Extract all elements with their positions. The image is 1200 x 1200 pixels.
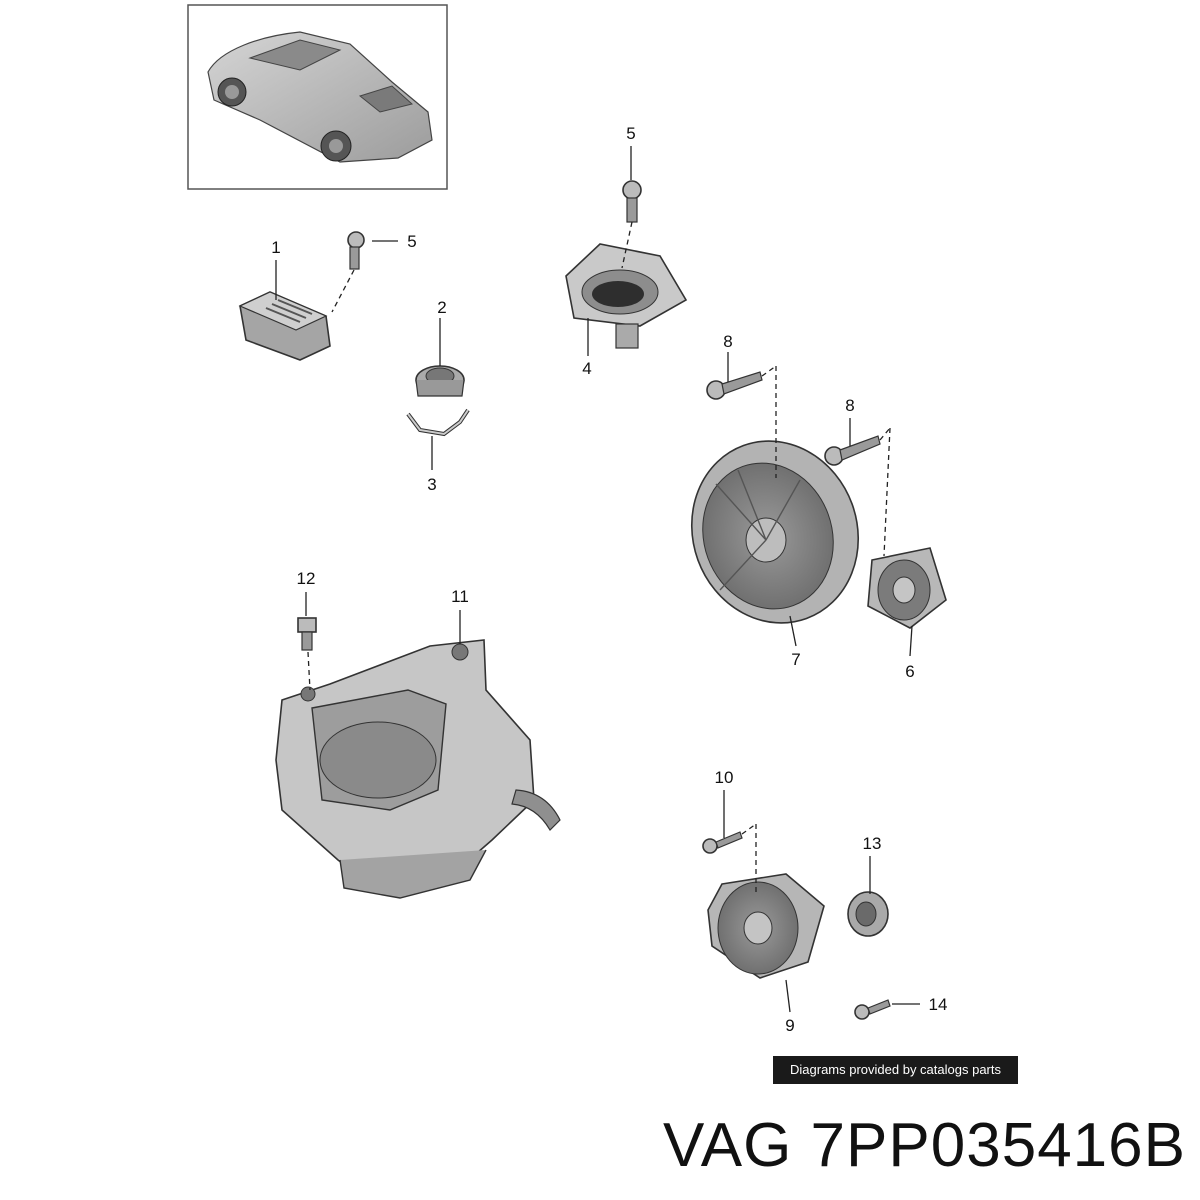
callout-1: 1: [271, 238, 280, 257]
callout-6: 6: [905, 662, 914, 681]
part-5-bolt-left: [347, 231, 365, 270]
part-9-door-speaker: [707, 873, 825, 979]
callout-9: 9: [785, 1016, 794, 1035]
part-11-subwoofer: [275, 639, 561, 899]
vehicle-thumbnail: [187, 4, 448, 190]
callout-5-left: 5: [407, 232, 416, 251]
part-14-screw: [854, 999, 891, 1020]
part-10-screw: [702, 831, 743, 854]
part-13-tweeter: [847, 891, 889, 937]
callout-2: 2: [437, 298, 446, 317]
part-5-bolt-top: [622, 180, 642, 223]
callout-8-b: 8: [845, 396, 854, 415]
part-3-clip: [406, 408, 470, 437]
callout-8-a: 8: [723, 332, 732, 351]
callout-14: 14: [929, 995, 948, 1014]
part-number-title: VAG 7PP035416B: [663, 1111, 1186, 1180]
part-12-bolt: [297, 617, 317, 651]
callout-12: 12: [297, 569, 316, 588]
part-4-speaker-housing: [565, 243, 688, 349]
callout-13: 13: [863, 834, 882, 853]
callout-5-top: 5: [626, 124, 635, 143]
callout-3: 3: [427, 475, 436, 494]
callout-4: 4: [582, 359, 591, 378]
part-8-bolt-b: [824, 435, 881, 466]
credit-banner: Diagrams provided by catalogs parts: [773, 1056, 1018, 1084]
callout-labels: 1 5 2 3 5 4 8 8 7 6 12 11 10 13 14 9: [271, 124, 947, 1035]
part-1-control-module: [238, 291, 331, 361]
leader-lines: [275, 146, 920, 1013]
callout-11: 11: [451, 587, 469, 606]
part-8-bolt-a: [706, 371, 763, 400]
callout-7: 7: [791, 650, 800, 669]
part-2-tweeter: [415, 365, 465, 397]
part-7-woofer: [690, 440, 860, 624]
part-6-midrange-speaker: [867, 547, 947, 629]
callout-10: 10: [715, 768, 734, 787]
